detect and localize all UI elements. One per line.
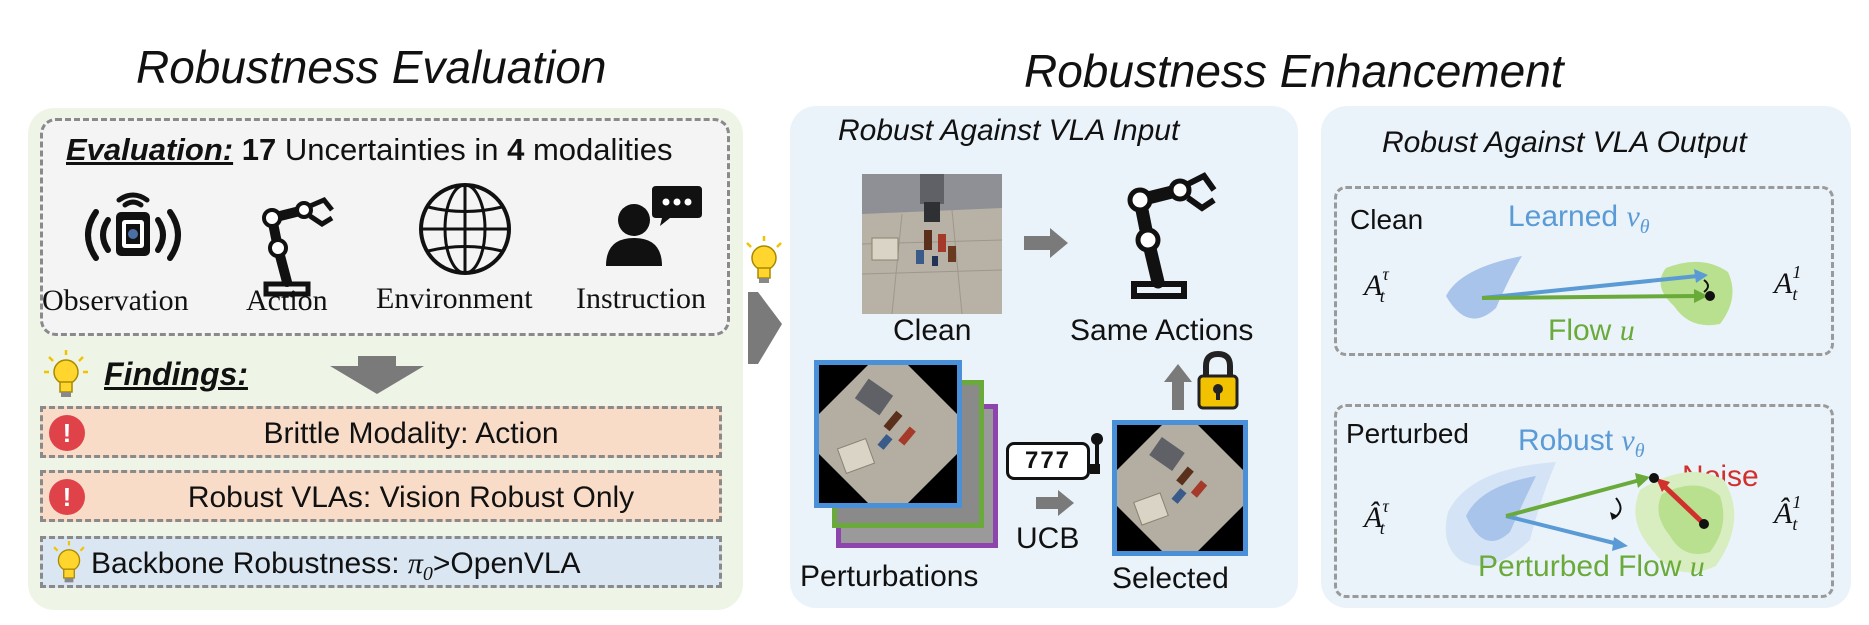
lightbulb-icon [746, 236, 782, 283]
clean-flow-box [1334, 186, 1834, 356]
modality-observation: Observation [42, 284, 189, 317]
slot-machine-icon: 777 [1006, 442, 1090, 480]
flow-arrow [1481, 294, 1699, 300]
perturbed-flow-label: Perturbed [1346, 418, 1469, 449]
evaluation-title: Robustness Evaluation [136, 41, 607, 93]
right-arrow-icon [1036, 490, 1074, 516]
lock-icon [1197, 350, 1239, 410]
a-tau-label: Aτt [1364, 264, 1389, 306]
modality-environment: Environment [376, 282, 533, 315]
a-one-label: A1t [1774, 262, 1802, 304]
finding-robust-vlas: ! Robust VLAs: Vision Robust Only [40, 470, 722, 522]
robust-velocity-label: Robust vθ [1518, 424, 1645, 462]
connector-arrow [746, 236, 782, 364]
input-panel-title: Robust Against VLA Input [838, 114, 1180, 147]
finding-backbone-robustness: Backbone Robustness: π0>OpenVLA [40, 536, 722, 588]
a-hat-tau-label: Âτt [1364, 496, 1389, 538]
perturbed-flow-diagram [1445, 462, 1735, 573]
ucb-label: UCB [1016, 522, 1080, 555]
down-arrow-icon [330, 356, 424, 394]
clean-flow-diagram [1446, 256, 1733, 326]
clean-scene-image [862, 174, 1002, 314]
globe-icon [419, 183, 511, 275]
right-arrow-icon [1024, 228, 1068, 258]
selected-scene-image [1117, 425, 1243, 551]
perturbations-label: Perturbations [800, 560, 979, 593]
clean-flow-label: Clean [1350, 204, 1424, 235]
lightbulb-icon [53, 541, 85, 583]
warning-icon: ! [49, 415, 85, 451]
robot-arm-icon [1127, 172, 1217, 299]
evaluation-label: Evaluation: [66, 132, 234, 167]
observation-icon [85, 192, 181, 261]
evaluation-box [40, 118, 730, 336]
selected-frame [1112, 420, 1248, 556]
warning-icon: ! [49, 479, 85, 515]
slot-lever-icon [1090, 433, 1103, 474]
robot-arm-icon [262, 196, 334, 297]
modality-instruction: Instruction [576, 282, 706, 315]
up-arrow-icon [1164, 364, 1192, 410]
perturbed-target-distribution [1658, 485, 1724, 554]
flow-label: Flow u [1548, 314, 1635, 347]
learned-velocity-arrow [1481, 274, 1699, 300]
evaluation-summary: Evaluation: 17 Uncertainties in 4 modali… [66, 132, 673, 167]
findings-label: Findings: [104, 356, 248, 392]
clean-label: Clean [893, 314, 972, 347]
perturbed-flow-arrow [1505, 478, 1641, 518]
user-speech-icon [606, 186, 702, 266]
same-actions-label: Same Actions [1070, 314, 1254, 347]
finding-brittle-modality: ! Brittle Modality: Action [40, 406, 722, 458]
noise-arrow [1660, 482, 1704, 524]
perturbed-flow-u-label: Perturbed Flow u [1478, 550, 1705, 583]
lightbulb-icon [44, 350, 88, 397]
perturbed-flow-box [1334, 404, 1834, 598]
output-robustness-panel [1321, 106, 1851, 608]
robust-velocity-arrow [1505, 514, 1619, 546]
output-panel-title: Robust Against VLA Output [1382, 126, 1747, 159]
selected-label: Selected [1112, 562, 1229, 595]
perturbed-source-distribution [1466, 476, 1536, 541]
modality-action: Action [246, 284, 328, 317]
source-distribution [1446, 256, 1522, 319]
a-hat-one-label: Â1t [1774, 492, 1802, 534]
perturbation-frame-blue [814, 360, 962, 508]
enhancement-title: Robustness Enhancement [1024, 45, 1564, 97]
perturbed-scene-image [819, 365, 957, 503]
learned-velocity-label: Learned vθ [1508, 200, 1650, 238]
